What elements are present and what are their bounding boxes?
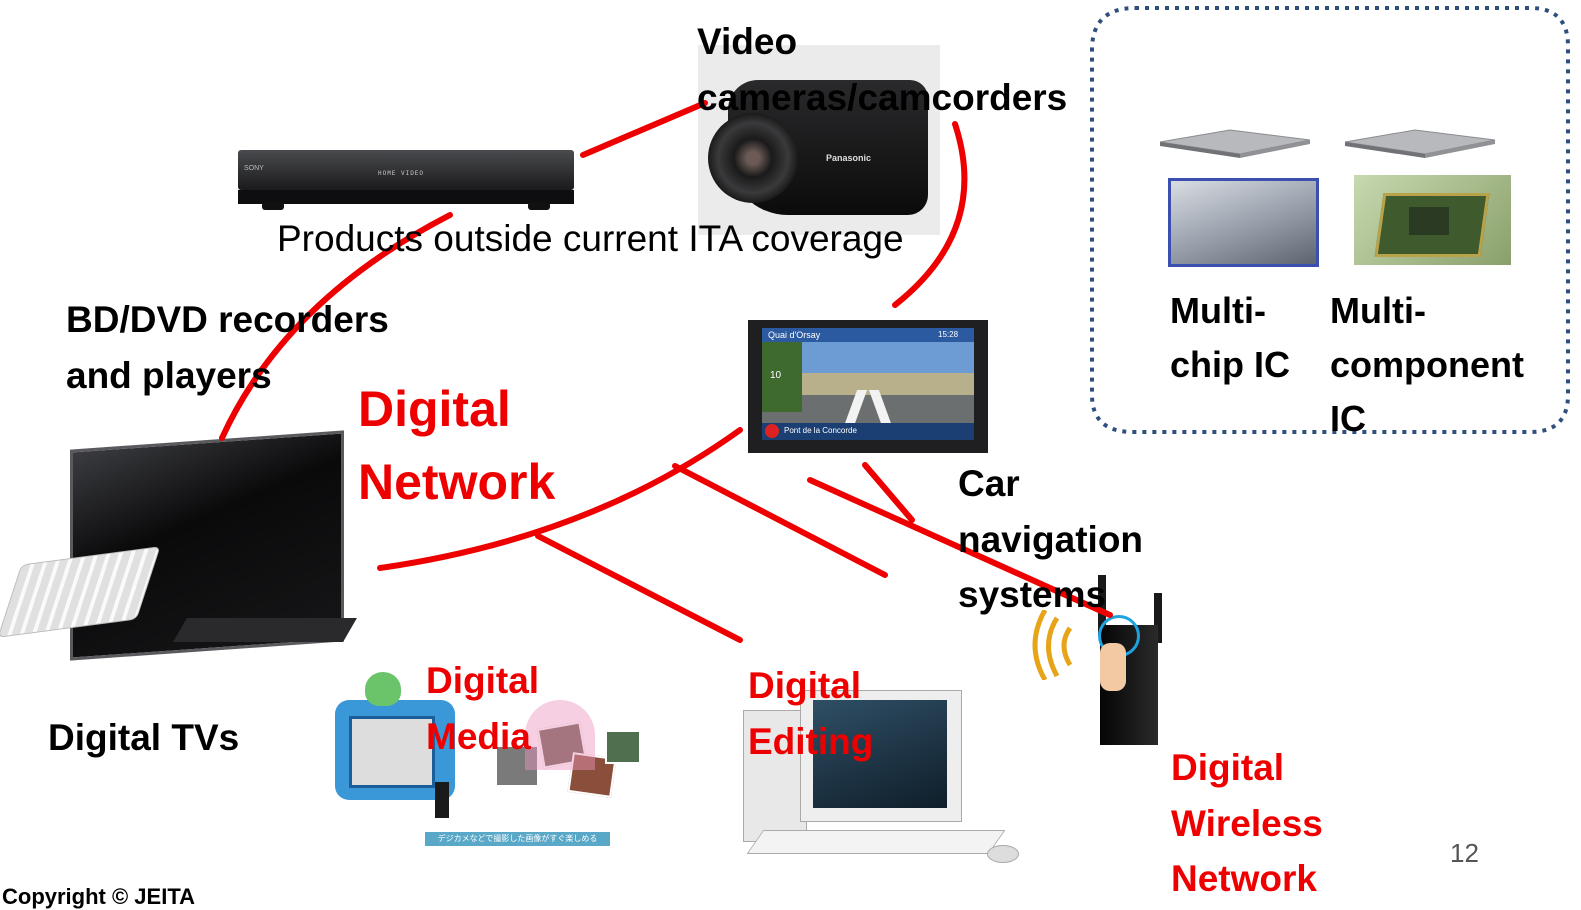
- digital-wireless-network-label: Digital Wireless Network: [1171, 747, 1323, 899]
- line-branch-car: [672, 463, 888, 578]
- car-navigation-image: Quai d'Orsay 15:28 10 Pont de la Concord…: [748, 320, 988, 453]
- digital-tvs-label: Digital TVs: [48, 717, 240, 758]
- nav-distance: 10: [770, 370, 782, 381]
- copyright-text: Copyright © JEITA: [2, 884, 196, 909]
- nav-location: Quai d'Orsay: [768, 330, 821, 340]
- digital-network-label: Digital Network: [358, 381, 556, 510]
- bd-recorder-image: SONY HOME VIDEO: [238, 150, 574, 210]
- ic-chip-icon: [1159, 129, 1311, 158]
- digital-editing-label: Digital Editing: [748, 665, 874, 762]
- outside-coverage-label: Products outside current ITA coverage: [277, 218, 904, 259]
- line-router: [807, 477, 1113, 618]
- slide-number: 12: [1450, 838, 1479, 868]
- line-camera-carnav: [892, 121, 968, 308]
- media-caption: デジカメなどで撮影した画像がすぐ楽しめる: [425, 832, 610, 846]
- video-cameras-label: Video cameras/camcorders: [697, 21, 1068, 118]
- line-carnav-router: [862, 462, 915, 523]
- multichip-stack-image: [1168, 178, 1319, 267]
- wireless-signal-icon: [1032, 610, 1073, 680]
- multicomponent-board-image: [1354, 175, 1511, 265]
- recorder-display: HOME VIDEO: [378, 170, 425, 177]
- wireless-router-image: [1030, 565, 1180, 750]
- nav-time: 15:28: [938, 330, 959, 339]
- car-navigation-label: Car navigation systems: [958, 463, 1144, 615]
- line-tv-carnav: [377, 427, 743, 571]
- multicomponent-ic-label: Multi-component IC: [1330, 290, 1524, 439]
- camera-brand: Panasonic: [826, 153, 872, 163]
- digital-editing-pc-image: [725, 680, 1025, 863]
- multichip-ic-label: Multi-chip IC: [1170, 290, 1291, 385]
- nav-street: Pont de la Concorde: [784, 426, 857, 435]
- line-tv-recorder: [219, 212, 453, 441]
- camcorder-image: Panasonic: [698, 45, 940, 235]
- line-recorder-camera: [580, 100, 708, 158]
- bd-dvd-label: BD/DVD recorders and players: [66, 299, 389, 396]
- line-branch-editing: [535, 533, 743, 643]
- recorder-brand: SONY: [244, 165, 264, 172]
- digital-media-label: Digital Media: [426, 660, 540, 757]
- digital-media-image: デジカメなどで撮影した画像がすぐ楽しめる: [315, 660, 645, 850]
- ic-chip-icon: [1344, 129, 1496, 158]
